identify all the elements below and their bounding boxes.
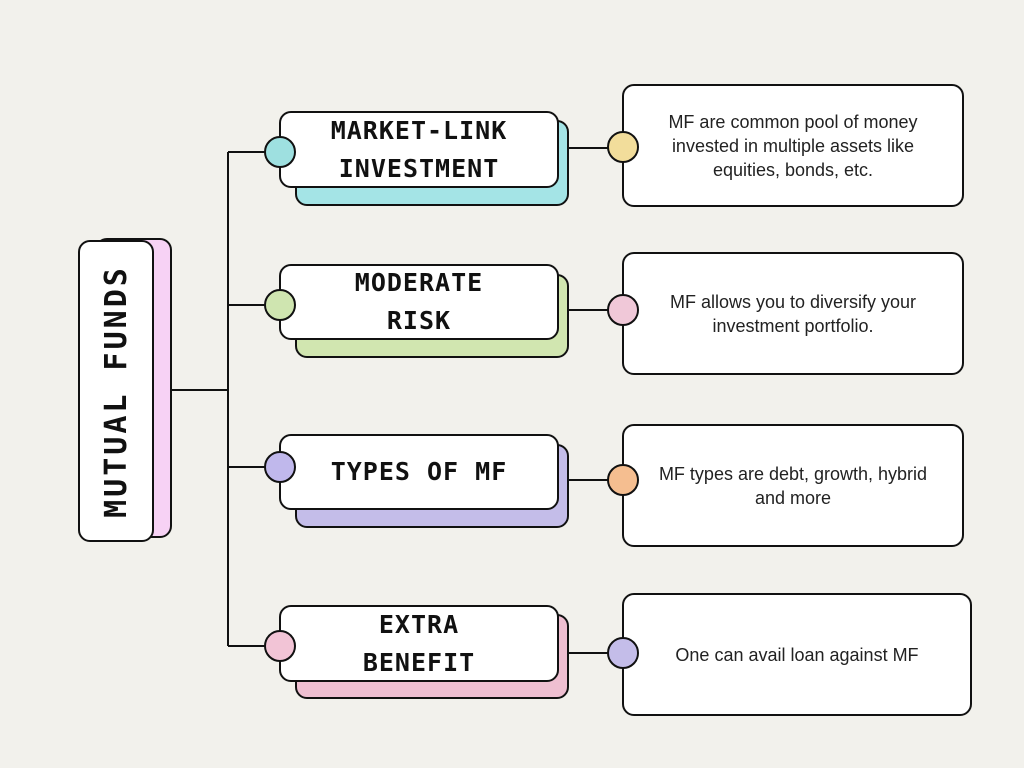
topic-connector-dot-types-of-mf	[264, 451, 296, 483]
topic-label-types-of-mf: TYPES OF MF	[330, 457, 508, 486]
description-text-moderate-risk: MF allows you to diversify your investme…	[669, 291, 917, 336]
description-text-market-link: MF are common pool of money invested in …	[668, 111, 918, 180]
description-card-types-of-mf: MF types are debt, growth, hybrid and mo…	[622, 424, 964, 547]
topic-connector-dot-moderate-risk	[264, 289, 296, 321]
description-connector-dot-extra-benefit	[607, 637, 639, 669]
topic-label-moderate-risk: MODERATE RISK	[354, 268, 484, 335]
description-text-extra-benefit: One can avail loan against MF	[675, 644, 919, 665]
topic-label-market-link: MARKET-LINK INVESTMENT	[330, 115, 508, 183]
description-connector-dot-moderate-risk	[607, 294, 639, 326]
description-connector-dot-market-link	[607, 131, 639, 163]
description-connector-dot-types-of-mf	[607, 464, 639, 496]
description-card-moderate-risk: MF allows you to diversify your investme…	[622, 252, 964, 375]
topic-node-moderate-risk: MODERATE RISK	[279, 264, 559, 340]
topic-connector-dot-extra-benefit	[264, 630, 296, 662]
topic-node-extra-benefit: EXTRA BENEFIT	[279, 605, 559, 682]
root-node: MUTUAL FUNDS	[78, 240, 154, 542]
root-node-label: MUTUAL FUNDS	[98, 264, 134, 518]
topic-connector-dot-market-link	[264, 136, 296, 168]
topic-node-types-of-mf: TYPES OF MF	[279, 434, 559, 510]
description-text-types-of-mf: MF types are debt, growth, hybrid and mo…	[658, 463, 928, 508]
topic-label-extra-benefit: EXTRA BENEFIT	[362, 609, 476, 677]
topic-node-market-link: MARKET-LINK INVESTMENT	[279, 111, 559, 188]
description-card-market-link: MF are common pool of money invested in …	[622, 84, 964, 207]
description-card-extra-benefit: One can avail loan against MF	[622, 593, 972, 716]
